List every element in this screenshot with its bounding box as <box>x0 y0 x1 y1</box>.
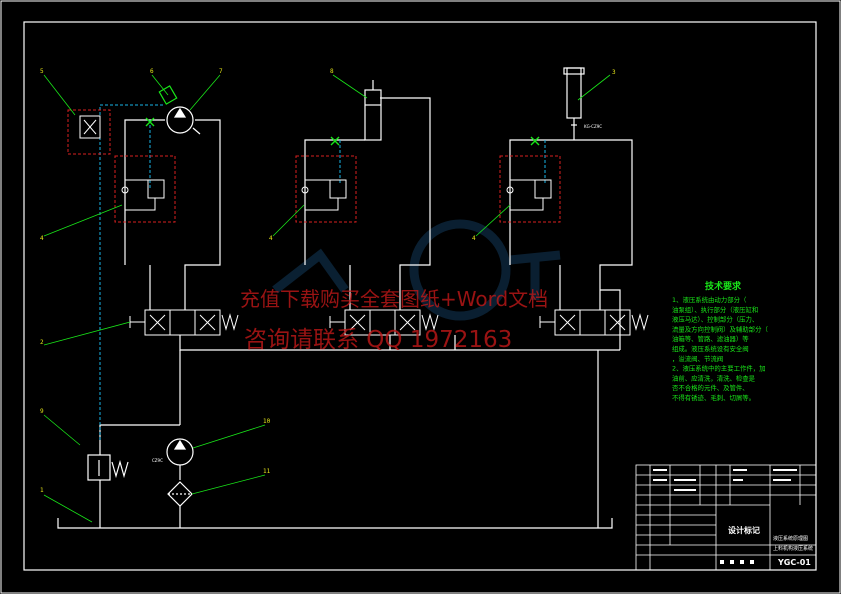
tech-notes-title: 技术要求 <box>705 280 742 292</box>
tech-note-line: 流量及方向控制阀）及辅助部分（ <box>672 324 768 333</box>
callout-9: 9 <box>40 408 44 415</box>
callout-4b: 4 <box>269 235 273 242</box>
callout-7: 7 <box>219 68 223 75</box>
pilot-lines <box>99 104 546 440</box>
directional-valve-1 <box>129 309 239 336</box>
pressure-switch <box>67 109 111 155</box>
tech-note-line: 油泵组）、执行部分（液压缸和 <box>672 305 758 314</box>
callout-1: 1 <box>40 487 44 494</box>
directional-valve-2 <box>329 309 439 336</box>
hydraulic-pump <box>166 438 194 466</box>
callout-2: 2 <box>40 339 44 346</box>
callout-10: 10 <box>263 418 271 425</box>
throttle-symbols <box>145 117 540 146</box>
tech-note-line: 否不合格的元件、及管件、 <box>672 383 749 392</box>
callout-3: 3 <box>612 69 616 76</box>
valve-group-2 <box>295 155 357 223</box>
tech-note-line: 2、液压系统中的主要工作件，加 <box>672 364 766 373</box>
hydraulic-cylinder-1 <box>364 80 382 141</box>
logo-watermark <box>272 219 561 321</box>
tech-note-line: 液压马达）、控制部分（压力、 <box>672 315 758 324</box>
cylinder-mark: KG-CZ9C <box>584 124 602 129</box>
hydraulic-motor <box>158 85 201 135</box>
motor-mark: CZ9C <box>152 458 163 463</box>
relief-valve <box>87 454 129 481</box>
tech-note-line: ，溢流阀、节流阀 <box>672 354 723 363</box>
design-label: 设计标记 <box>728 525 760 535</box>
tech-notes-lines: 1、液压系统由动力部分（油泵组）、执行部分（液压缸和液压马达）、控制部分（压力、… <box>672 295 768 402</box>
callout-numbers: 1 2 3 4 4 4 5 6 7 8 9 10 11 <box>40 68 616 494</box>
callout-8: 8 <box>330 68 334 75</box>
callout-leaders <box>43 74 611 523</box>
tech-note-line: 油箱等、管路、滤油器）等 <box>672 334 749 343</box>
drawing-number: YGC-01 <box>777 558 811 567</box>
watermark-line-2: 咨询请联系 QQ 1972163 <box>244 327 512 353</box>
pressure-lines <box>99 97 633 528</box>
valve-group-3 <box>499 155 561 223</box>
callout-11: 11 <box>263 468 271 475</box>
technical-requirements: 技术要求 1、液压系统由动力部分（油泵组）、执行部分（液压缸和液压马达）、控制部… <box>672 280 768 402</box>
hydraulic-cylinder-2 <box>563 67 585 140</box>
title-block <box>635 464 817 571</box>
directional-valve-3 <box>539 309 649 336</box>
tech-note-line: 不得有锈迹、毛刺、切屑等。 <box>672 393 755 402</box>
callout-4c: 4 <box>472 235 476 242</box>
drawing-name-line-1: 液压系统原理图 <box>773 535 808 542</box>
valve-group-1 <box>114 155 176 223</box>
oil-tank <box>57 518 613 529</box>
callout-4a: 4 <box>40 235 44 242</box>
tech-note-line: 油前、应清洗，清洗、检查是 <box>672 373 756 382</box>
tech-note-line: 组成。液压系统设有安全阀 <box>672 344 749 353</box>
oil-filter <box>167 481 193 507</box>
callout-6: 6 <box>150 68 154 75</box>
drawing-name-line-2: 上料机构液压系统 <box>773 545 813 552</box>
callout-5: 5 <box>40 68 44 75</box>
watermark-line-1: 充值下载购买全套图纸+Word文档 <box>240 287 548 311</box>
tech-note-line: 1、液压系统由动力部分（ <box>672 295 747 304</box>
